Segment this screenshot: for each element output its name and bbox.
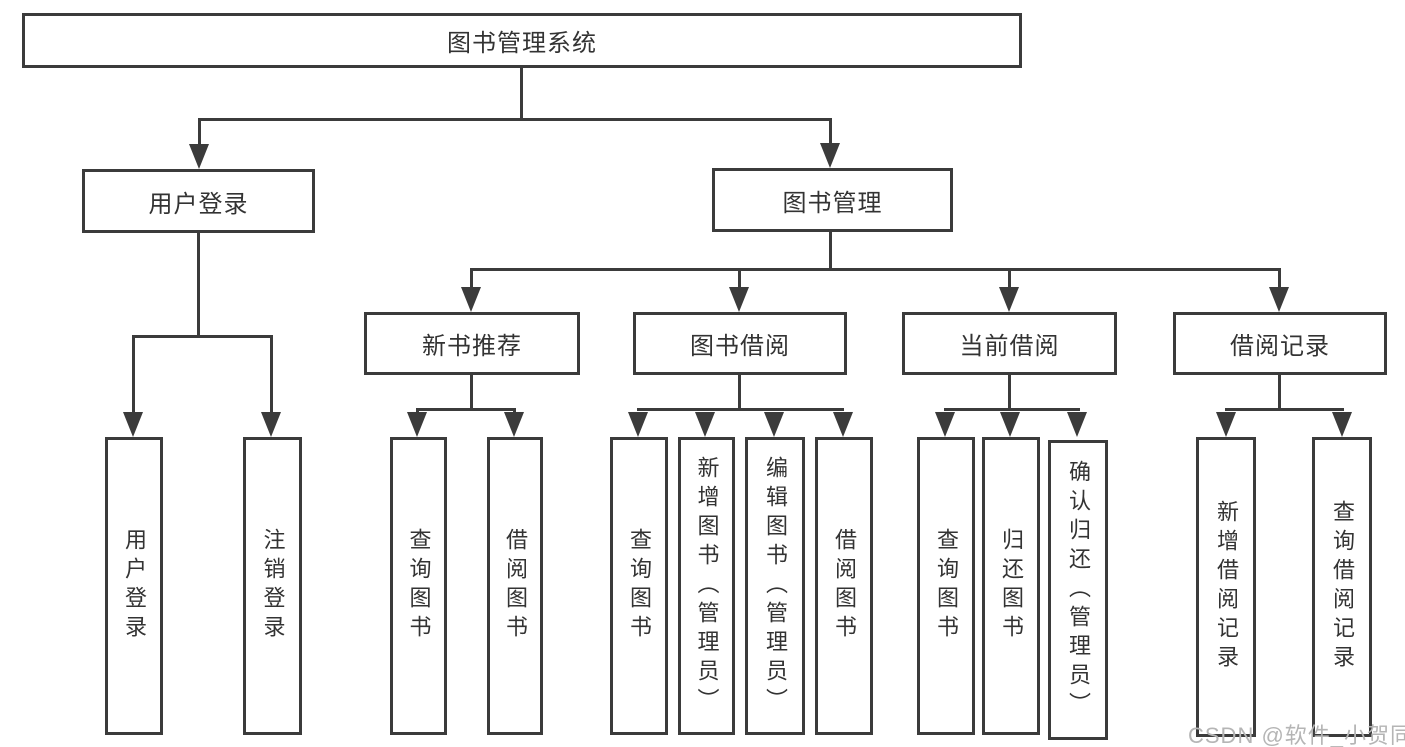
connector-root-stem bbox=[520, 68, 523, 120]
leaf-logout-label: 注销登录 bbox=[260, 528, 286, 644]
connector-to-borrow bbox=[738, 268, 741, 290]
arrowhead-user-login bbox=[189, 144, 209, 169]
connector-to-current bbox=[1008, 268, 1011, 290]
connector-to-logout-leaf bbox=[270, 335, 273, 415]
arrowhead-current-c1 bbox=[935, 412, 955, 437]
arrowhead-rec-c1 bbox=[407, 412, 427, 437]
leaf-borrow-edit-books-admin: 编辑图书（管理员） bbox=[745, 437, 805, 735]
leaf-record-query-record: 查询借阅记录 bbox=[1312, 437, 1372, 737]
node-book-mgmt: 图书管理 bbox=[712, 168, 953, 232]
arrowhead-borrow-c3 bbox=[764, 412, 784, 437]
node-borrow-record: 借阅记录 bbox=[1173, 312, 1387, 375]
leaf-borrow-add-books-admin-label: 新增图书（管理员） bbox=[694, 455, 720, 717]
connector-root-splitter bbox=[198, 118, 832, 121]
connector-user-login-stem bbox=[197, 233, 200, 335]
connector-current-splitter bbox=[944, 408, 1080, 411]
node-borrow-record-label: 借阅记录 bbox=[1230, 333, 1330, 360]
leaf-record-add-record: 新增借阅记录 bbox=[1196, 437, 1256, 737]
leaf-user-login: 用户登录 bbox=[105, 437, 163, 735]
arrowhead-record bbox=[1269, 287, 1289, 312]
arrowhead-borrow-c2 bbox=[695, 412, 715, 437]
arrowhead-current-c3 bbox=[1067, 412, 1087, 437]
arrowhead-login-leaf bbox=[123, 412, 143, 437]
connector-borrow-splitter bbox=[637, 408, 844, 411]
node-root-label: 图书管理系统 bbox=[447, 30, 597, 57]
leaf-rec-query-books-label: 查询图书 bbox=[406, 528, 432, 644]
node-current-borrow-label: 当前借阅 bbox=[959, 333, 1060, 360]
leaf-rec-borrow-books-label: 借阅图书 bbox=[503, 528, 528, 644]
node-book-borrow-label: 图书借阅 bbox=[690, 333, 790, 360]
leaf-rec-borrow-books: 借阅图书 bbox=[487, 437, 543, 735]
leaf-borrow-borrow-books: 借阅图书 bbox=[815, 437, 873, 735]
arrowhead-book-mgmt bbox=[820, 143, 840, 168]
leaf-record-add-record-label: 新增借阅记录 bbox=[1214, 500, 1239, 674]
node-new-book-rec-label: 新书推荐 bbox=[422, 333, 522, 360]
connector-to-record bbox=[1278, 268, 1281, 290]
arrowhead-current bbox=[999, 287, 1019, 312]
node-user-login-label: 用户登录 bbox=[148, 190, 249, 218]
connector-borrow-stem bbox=[738, 375, 741, 408]
leaf-current-query-books: 查询图书 bbox=[917, 437, 975, 735]
leaf-borrow-query-books: 查询图书 bbox=[610, 437, 668, 735]
node-root: 图书管理系统 bbox=[22, 13, 1022, 68]
connector-book-mgmt-splitter bbox=[470, 268, 1281, 271]
connector-rec-splitter bbox=[416, 408, 516, 411]
arrowhead-logout-leaf bbox=[261, 412, 281, 437]
node-current-borrow: 当前借阅 bbox=[902, 312, 1117, 375]
connector-to-book-mgmt bbox=[829, 118, 832, 147]
leaf-borrow-edit-books-admin-label: 编辑图书（管理员） bbox=[763, 455, 788, 717]
connector-book-mgmt-stem bbox=[829, 232, 832, 268]
leaf-current-query-books-label: 查询图书 bbox=[934, 528, 959, 644]
leaf-current-return-books: 归还图书 bbox=[982, 437, 1040, 735]
leaf-borrow-add-books-admin: 新增图书（管理员） bbox=[678, 437, 735, 735]
csdn-watermark: CSDN @软件_小贺同学 bbox=[1188, 723, 1405, 747]
connector-record-splitter bbox=[1225, 408, 1344, 411]
leaf-borrow-borrow-books-label: 借阅图书 bbox=[832, 528, 857, 644]
connector-current-stem bbox=[1008, 375, 1011, 408]
leaf-current-confirm-return-admin-label: 确认归还（管理员） bbox=[1066, 459, 1091, 721]
leaf-current-return-books-label: 归还图书 bbox=[999, 528, 1024, 644]
arrowhead-borrow-c1 bbox=[628, 412, 648, 437]
arrowhead-borrow bbox=[729, 287, 749, 312]
leaf-record-query-record-label: 查询借阅记录 bbox=[1330, 500, 1355, 674]
arrowhead-rec-c2 bbox=[504, 412, 524, 437]
node-book-mgmt-label: 图书管理 bbox=[782, 189, 883, 217]
connector-to-rec bbox=[470, 268, 473, 290]
node-book-borrow: 图书借阅 bbox=[633, 312, 847, 375]
arrowhead-rec bbox=[461, 287, 481, 312]
leaf-rec-query-books: 查询图书 bbox=[390, 437, 447, 735]
connector-to-user-login bbox=[198, 118, 201, 148]
connector-rec-stem bbox=[470, 375, 473, 408]
leaf-current-confirm-return-admin: 确认归还（管理员） bbox=[1048, 440, 1108, 740]
arrowhead-record-c2 bbox=[1332, 412, 1352, 437]
connector-user-login-splitter bbox=[133, 335, 273, 338]
connector-to-login-leaf bbox=[132, 335, 135, 415]
node-user-login: 用户登录 bbox=[82, 169, 315, 233]
leaf-user-login-label: 用户登录 bbox=[122, 528, 147, 644]
arrowhead-borrow-c4 bbox=[833, 412, 853, 437]
leaf-borrow-query-books-label: 查询图书 bbox=[627, 528, 652, 644]
node-new-book-rec: 新书推荐 bbox=[364, 312, 580, 375]
arrowhead-current-c2 bbox=[1000, 412, 1020, 437]
leaf-logout: 注销登录 bbox=[243, 437, 302, 735]
arrowhead-record-c1 bbox=[1216, 412, 1236, 437]
connector-record-stem bbox=[1278, 375, 1281, 408]
